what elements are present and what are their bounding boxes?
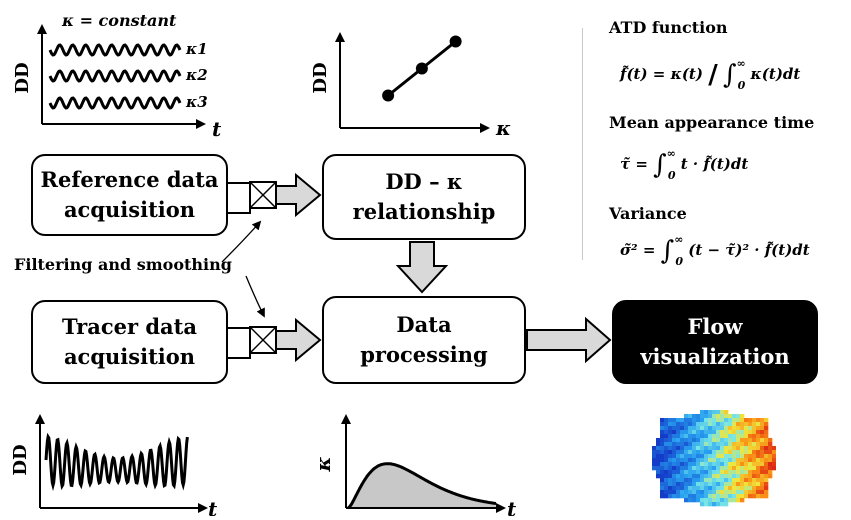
- tracer-oscillation-curve: [44, 432, 189, 492]
- kappa1-wave: [48, 43, 182, 57]
- dd-axis-label: DD: [310, 62, 331, 93]
- t-axis-label: t: [212, 117, 222, 140]
- atd-function-equation: f̃(t) = κ(t) / ∫∞0 κ(t)dt: [620, 57, 801, 92]
- atd-upper: ∞: [736, 57, 746, 70]
- kappa2-wave: [48, 69, 182, 83]
- var-upper: ∞: [674, 233, 684, 246]
- atd-rhs: κ(t)dt: [750, 65, 801, 83]
- kappa3-wave: [48, 96, 182, 110]
- kappa-curve-line: [347, 462, 497, 510]
- tracer-dd-plot: DD t: [0, 400, 240, 520]
- block-arrow-right-bottom: [275, 317, 322, 363]
- dd-kappa-linear-plot: DD κ: [300, 0, 520, 140]
- kappa1-label: κ1: [185, 40, 208, 58]
- atd-function-heading: ATD function: [609, 18, 728, 37]
- dd-axis-label: DD: [10, 444, 31, 475]
- linear-point-1: [382, 89, 395, 102]
- kappa-constant-plot: κ = constant DD t κ1 κ2 κ3: [0, 0, 240, 141]
- var-rhs: (t − τ̃)² · f̃(t)dt: [688, 241, 810, 259]
- block-arrow-to-flow: [526, 316, 612, 364]
- block-arrow-down: [395, 241, 449, 294]
- row2-connector: [225, 317, 322, 363]
- variance-heading: Variance: [609, 204, 687, 223]
- kappa-constant-title: κ = constant: [61, 11, 177, 30]
- atd-lhs: f̃(t) = κ(t): [620, 65, 703, 83]
- atd-sep: /: [708, 60, 718, 90]
- t-axis-label: t: [208, 497, 218, 516]
- block-arrow-right-top: [275, 172, 322, 218]
- mean-rhs: t · f̃(t)dt: [680, 155, 749, 173]
- mean-lhs: τ̃ =: [620, 155, 648, 173]
- kappa-axis-label: κ: [495, 116, 511, 140]
- linear-point-2: [415, 62, 428, 75]
- mean-appearance-equation: τ̃ = ∫∞0 t · f̃(t)dt: [620, 147, 749, 182]
- filtering-smoothing-label: Filtering and smoothing: [14, 255, 232, 274]
- row1-connector: [225, 172, 322, 218]
- kappa3-label: κ3: [185, 93, 208, 111]
- var-lower: 0: [675, 255, 684, 268]
- filter-box-bottom: [249, 326, 277, 354]
- kappa-curve-area: [348, 463, 496, 508]
- mean-lower: 0: [667, 169, 676, 182]
- equation-divider: [582, 28, 583, 260]
- flow-colormap-image: [652, 406, 777, 510]
- var-lhs: σ̃² =: [620, 241, 656, 259]
- kappa-axis-label: κ: [311, 457, 335, 473]
- t-axis-label: t: [507, 497, 517, 516]
- kappa2-label: κ2: [185, 66, 208, 84]
- linear-point-3: [449, 35, 462, 48]
- mean-appearance-heading: Mean appearance time: [609, 113, 815, 132]
- kappa-curve-plot: κ t: [300, 400, 530, 520]
- atd-lower: 0: [737, 79, 746, 92]
- mean-upper: ∞: [666, 147, 676, 160]
- filter-box-top: [249, 181, 277, 209]
- variance-equation: σ̃² = ∫∞0 (t − τ̃)² · f̃(t)dt: [620, 233, 810, 268]
- filter-pointer-bottom: [245, 275, 265, 318]
- linear-relationship-series: [382, 35, 462, 102]
- dd-axis-label: DD: [12, 62, 33, 93]
